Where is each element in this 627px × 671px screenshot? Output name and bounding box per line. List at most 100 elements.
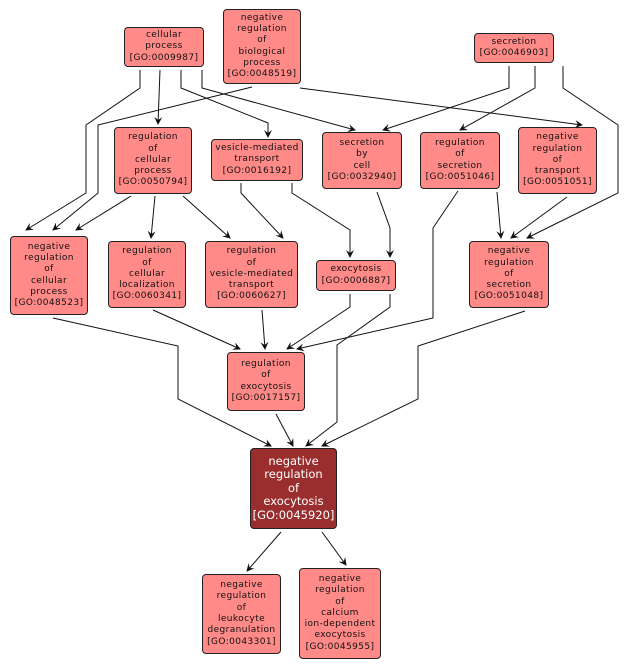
- term-label-line: transport: [228, 280, 275, 291]
- term-label-line: of: [455, 149, 465, 160]
- term-label-line: of: [261, 370, 271, 381]
- go-id-label: [GO:0032940]: [327, 171, 397, 182]
- term-label-line: negative: [240, 12, 284, 23]
- edge-n0009987-n0032940: [201, 70, 356, 133]
- edge-n0046903-n0032940: [382, 66, 510, 132]
- term-label-line: negative: [220, 580, 263, 591]
- go-term-node[interactable]: secretion[GO:0046903]: [474, 33, 554, 63]
- term-label-line: process: [243, 57, 281, 68]
- term-label-line: secretion: [339, 137, 385, 148]
- go-id-label: [GO:0051048]: [474, 291, 544, 302]
- term-label-line: negative: [27, 241, 71, 252]
- term-label-line: exocytosis: [240, 381, 292, 392]
- term-label-line: calcium: [321, 607, 359, 618]
- edge-n0046903-n0051048: [526, 66, 619, 239]
- term-label-line: regulation: [237, 23, 287, 34]
- term-label-line: process: [30, 286, 68, 297]
- edge-n0050794-n0048523: [75, 195, 132, 231]
- edge-n0009987-n0050794: [154, 69, 163, 125]
- go-id-label: [GO:0048523]: [14, 298, 84, 309]
- term-label-line: leukocyte: [217, 614, 266, 624]
- term-label-line: of: [257, 35, 267, 46]
- edge-n0016192-n0060627: [240, 183, 284, 239]
- edge-n0051046-n0051048: [496, 191, 505, 239]
- go-id-label: [GO:0051051]: [523, 177, 592, 188]
- term-label-line: of: [142, 257, 152, 268]
- edge-n0009987-n0016192: [180, 70, 272, 138]
- term-label-line: regulation: [216, 591, 267, 602]
- term-label-line: exocytosis: [263, 494, 324, 509]
- term-label-line: negative: [536, 132, 579, 143]
- go-id-label: [GO:0060341]: [112, 291, 182, 302]
- term-label-line: of: [287, 480, 300, 495]
- term-label-line: regulation: [315, 585, 365, 596]
- term-label-line: biological: [238, 46, 286, 57]
- term-label-line: transport: [234, 154, 280, 165]
- term-label-line: regulation: [484, 257, 534, 268]
- term-label-line: regulation: [24, 252, 74, 263]
- edge-n0006887-n0045920: [305, 294, 391, 447]
- go-id-label: [GO:0060627]: [217, 291, 286, 302]
- term-label-line: transport: [534, 166, 581, 177]
- go-id-label: [GO:0045955]: [305, 641, 375, 652]
- go-term-node[interactable]: exocytosis[GO:0006887]: [316, 260, 396, 291]
- edge-n0051046-n0017157: [296, 190, 459, 352]
- term-label-line: negative: [268, 453, 319, 468]
- edge-n0051051-n0051048: [510, 196, 568, 239]
- term-label-line: of: [44, 264, 54, 275]
- go-id-label: [GO:0045920]: [252, 507, 335, 522]
- term-label-line: regulation: [122, 246, 172, 257]
- edge-n0048519-n0051051: [299, 87, 583, 129]
- edge-n0048519-n0048523: [52, 86, 253, 231]
- term-label-line: secretion: [491, 36, 537, 47]
- term-label-line: degranulation: [207, 625, 276, 636]
- term-label-line: exocytosis: [330, 264, 382, 275]
- term-label-line: regulation: [264, 467, 323, 482]
- term-label-line: of: [504, 268, 514, 279]
- edge-n0051048-n0045920: [321, 310, 526, 447]
- edge-n0017157-n0045920: [275, 413, 294, 447]
- term-label-line: of: [552, 154, 563, 165]
- edge-n0032940-n0006887: [376, 191, 394, 258]
- go-id-label: [GO:0043301]: [207, 636, 276, 647]
- term-label-line: vesicle-mediated: [209, 268, 294, 279]
- term-label-line: process: [134, 166, 172, 177]
- term-label-line: cell: [353, 160, 371, 171]
- edge-n0050794-n0060627: [182, 195, 231, 239]
- go-id-label: [GO:0051046]: [425, 171, 495, 182]
- term-label-line: regulation: [226, 246, 277, 257]
- term-label-line: regulation: [532, 143, 583, 154]
- term-label-line: of: [236, 602, 247, 613]
- term-label-line: regulation: [435, 137, 485, 148]
- term-label-line: of: [148, 143, 158, 154]
- go-id-label: [GO:0016192]: [222, 165, 292, 176]
- go-id-label: [GO:0050794]: [118, 177, 188, 188]
- term-label-line: secretion: [486, 280, 532, 291]
- edge-n0045920-n0043301: [246, 531, 282, 572]
- term-label-line: cellular: [134, 154, 172, 165]
- term-label-line: of: [246, 257, 257, 268]
- term-label-line: vesicle-mediated: [215, 143, 299, 154]
- go-id-label: [GO:0017157]: [231, 392, 301, 403]
- term-label-line: process: [145, 41, 183, 52]
- edge-n0060341-n0017157: [152, 309, 241, 350]
- term-label-line: secretion: [437, 160, 483, 171]
- edge-n0060627-n0017157: [260, 309, 269, 350]
